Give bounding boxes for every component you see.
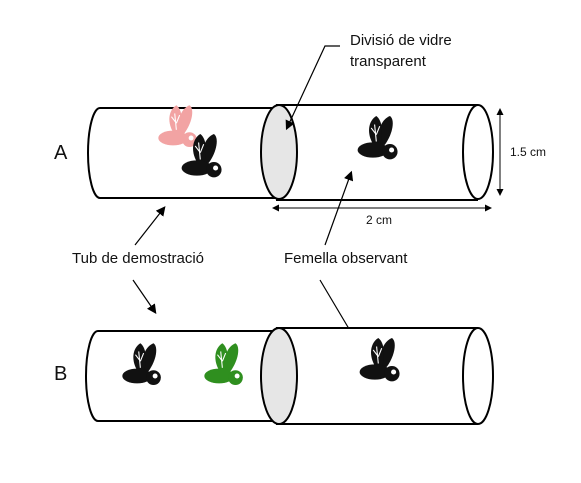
demo-tube-label: Tub de demostració [72,250,204,267]
length-dim-label: 2 cm [366,213,392,227]
observer-arrow-up [324,170,354,246]
glass-divider-b [260,327,298,425]
row-a-label: A [54,142,68,164]
demo-tube-arrow-up [134,206,166,246]
observer-female-label: Femella observant [284,250,408,267]
demo-tube-arrow-down [132,279,157,314]
height-dim-label: 1.5 cm [510,145,546,159]
glass-divider-pointer [285,45,340,131]
glass-divider-label: Divisió de vidre transparent [350,32,456,70]
row-b-label: B [54,363,67,385]
